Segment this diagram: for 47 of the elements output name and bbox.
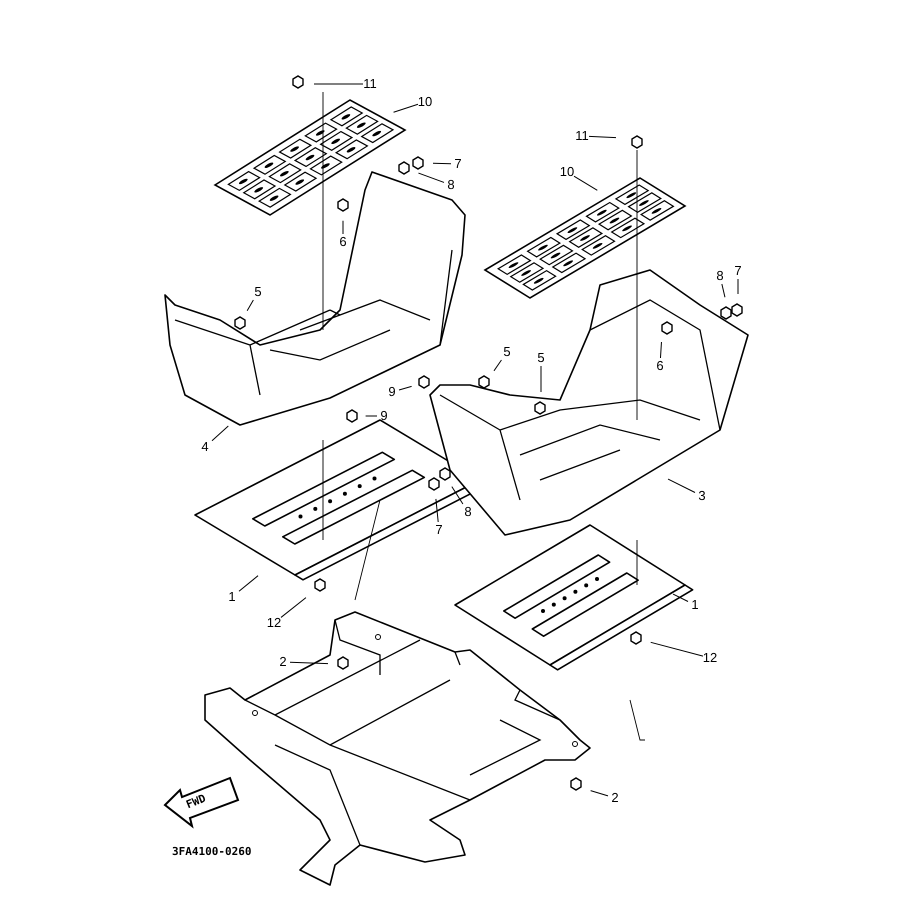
leader-line [660, 341, 662, 358]
leader-line [588, 136, 616, 138]
leader-line [393, 104, 418, 113]
callout-number: 6 [332, 234, 354, 250]
leader-line [398, 386, 412, 390]
callout-number: 6 [649, 358, 671, 374]
callout-number: 11 [571, 128, 593, 144]
leader-line [721, 284, 726, 298]
callout-number: 1 [221, 589, 243, 605]
leader-line [672, 594, 688, 602]
leader-line [212, 426, 229, 442]
leader-line [418, 172, 444, 183]
callout-number: 8 [440, 177, 462, 193]
leader-line [493, 360, 502, 372]
leader-line [435, 498, 439, 522]
leader-line [238, 575, 259, 592]
callout-number: 4 [194, 439, 216, 455]
callout-number: 5 [247, 284, 269, 300]
leader-line [590, 790, 608, 796]
callout-number: 7 [428, 522, 450, 538]
direction-label: FWD [184, 792, 208, 812]
callout-number: 11 [359, 76, 381, 92]
part-number: 3FA4100-0260 [172, 845, 252, 858]
callout-number: 5 [530, 350, 552, 366]
leader-line [668, 478, 696, 493]
leader-line [432, 162, 452, 164]
callout-number: 12 [263, 615, 285, 631]
callout-number: 12 [699, 650, 721, 666]
callout-number: 10 [414, 94, 436, 110]
callout-number: 7 [447, 156, 469, 172]
leader-line [451, 486, 464, 504]
callout-number: 5 [496, 344, 518, 360]
leader-line [342, 220, 344, 234]
leader-line [290, 662, 328, 664]
callout-number: 9 [373, 408, 395, 424]
leader-line [280, 597, 306, 618]
callout-number: 8 [457, 504, 479, 520]
callout-number: 10 [556, 164, 578, 180]
callout-number: 1 [684, 597, 706, 613]
callout-number: 2 [604, 790, 626, 806]
leader-line [650, 642, 704, 657]
leader-line [246, 300, 254, 312]
callout-number: 3 [691, 488, 713, 504]
leader-line [574, 176, 598, 191]
callout-number: 2 [272, 654, 294, 670]
leader-line [540, 366, 542, 392]
callout-number: 9 [381, 384, 403, 400]
